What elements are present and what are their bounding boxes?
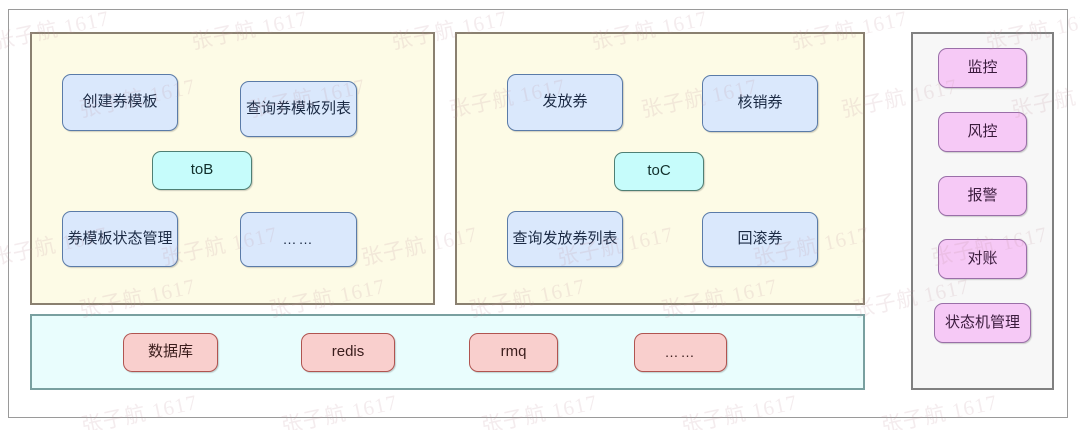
node-infrastructure-more[interactable]: ……	[634, 333, 727, 372]
node-coupon-template-status-management[interactable]: 券模板状态管理	[62, 211, 178, 267]
node-risk-control[interactable]: 风控	[938, 112, 1027, 152]
node-state-machine-management[interactable]: 状态机管理	[934, 303, 1031, 343]
node-alarm[interactable]: 报警	[938, 176, 1027, 216]
node-rmq[interactable]: rmq	[469, 333, 558, 372]
node-tob-more[interactable]: ……	[240, 212, 357, 267]
node-issue-coupon[interactable]: 发放券	[507, 74, 623, 131]
node-query-coupon-template-list[interactable]: 查询券模板列表	[240, 81, 357, 137]
node-redis[interactable]: redis	[301, 333, 395, 372]
node-query-issued-coupon-list[interactable]: 查询发放券列表	[507, 211, 623, 267]
node-toc[interactable]: toC	[614, 152, 704, 191]
ellipsis-label: ……	[282, 230, 315, 247]
node-redeem-coupon[interactable]: 核销券	[702, 75, 818, 132]
node-reconciliation[interactable]: 对账	[938, 239, 1027, 279]
node-monitoring[interactable]: 监控	[938, 48, 1027, 88]
node-tob[interactable]: toB	[152, 151, 252, 190]
outer-frame	[8, 9, 1068, 418]
node-create-coupon-template[interactable]: 创建券模板	[62, 74, 178, 131]
ellipsis-label: ……	[664, 343, 697, 360]
node-rollback-coupon[interactable]: 回滚券	[702, 212, 818, 267]
node-database[interactable]: 数据库	[123, 333, 218, 372]
